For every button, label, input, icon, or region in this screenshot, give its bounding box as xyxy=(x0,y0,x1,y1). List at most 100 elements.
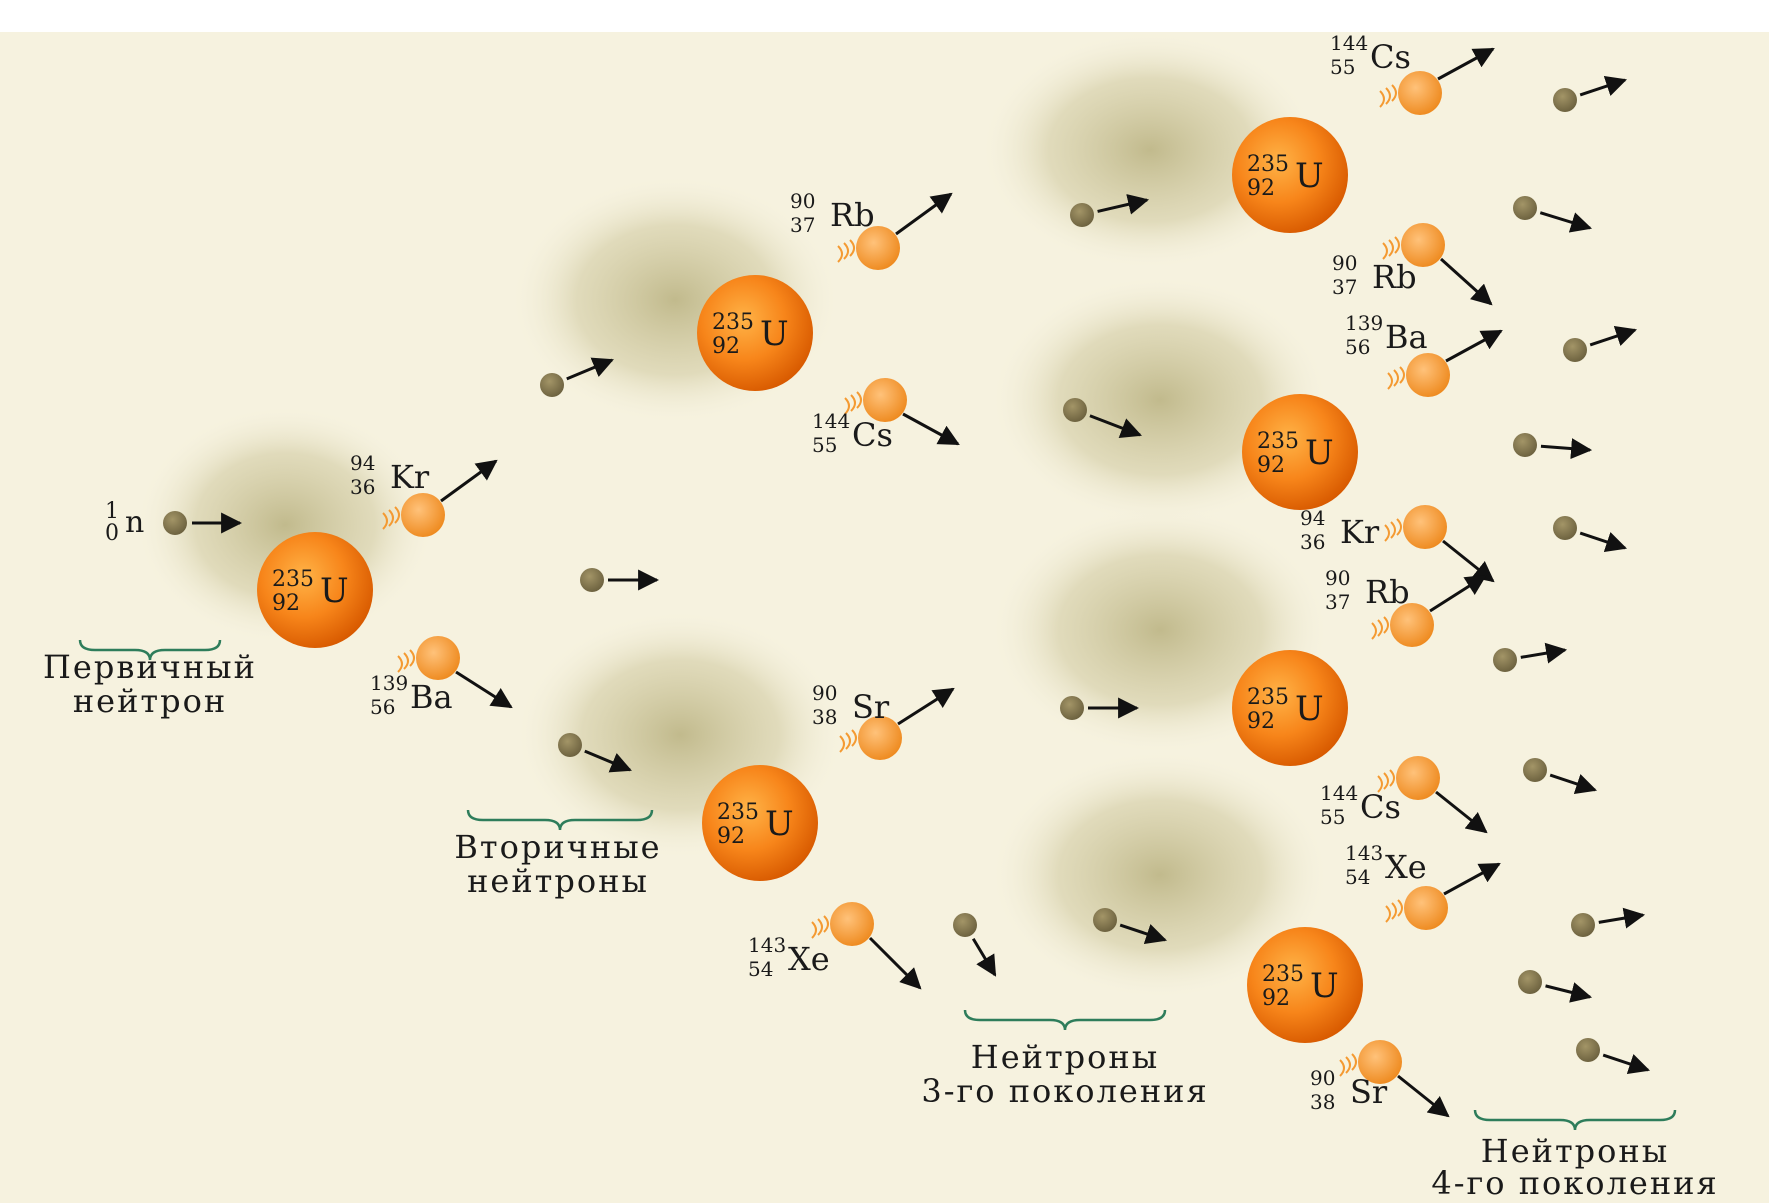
primary-neutron-mass: 1 xyxy=(105,499,119,524)
neutron-arrow xyxy=(1549,773,1597,794)
neutron-arrow xyxy=(1589,326,1637,347)
fragment-charge: 56 xyxy=(370,695,395,719)
neutron-dot xyxy=(1576,1038,1600,1062)
third-label-line1: Нейтроны xyxy=(971,1038,1159,1076)
uranium-mass: 235 xyxy=(1257,429,1299,454)
fragment-symbol: Cs xyxy=(1360,788,1401,826)
fragment-symbol: Ba xyxy=(410,678,453,716)
fourth-label-line1: Нейтроны xyxy=(1481,1132,1669,1170)
fragment-arrow xyxy=(1439,257,1493,306)
uranium-mass: 235 xyxy=(717,800,759,825)
neutron-dot xyxy=(1563,338,1587,362)
uranium-mass: 235 xyxy=(1247,685,1289,710)
uranium-mass: 235 xyxy=(1262,962,1304,987)
neutron xyxy=(1563,326,1637,362)
uranium-sphere xyxy=(702,765,818,881)
neutron xyxy=(1571,907,1646,937)
fragment-charge: 37 xyxy=(1332,275,1357,299)
neutron-dot xyxy=(1060,696,1084,720)
motion-line xyxy=(1387,372,1393,390)
motion-line xyxy=(1371,622,1377,640)
neutron-arrow xyxy=(584,749,632,773)
primary-label-line1: Первичный xyxy=(43,648,257,686)
primary-neutron: 1 0 n xyxy=(105,499,243,546)
motion-line xyxy=(850,394,856,412)
fragment-charge: 38 xyxy=(812,705,837,729)
neutron-arrow xyxy=(1520,642,1568,664)
fragment-mass: 90 xyxy=(1310,1066,1335,1090)
motion-line xyxy=(811,921,817,939)
neutron-dot xyxy=(1093,908,1117,932)
motion-line xyxy=(845,732,851,750)
motion-line xyxy=(849,239,855,257)
free-neutrons xyxy=(540,76,1650,1074)
fourth-label-line2: 4-го поколения xyxy=(1431,1164,1718,1202)
neutron xyxy=(1523,758,1597,794)
neutron xyxy=(1513,196,1593,233)
fragment-mass: 144 xyxy=(1330,31,1368,55)
fragment-charge: 55 xyxy=(1320,805,1345,829)
uranium-charge: 92 xyxy=(712,334,740,359)
motion-line xyxy=(823,915,829,933)
neutron xyxy=(1553,76,1627,112)
primary-brace xyxy=(78,639,222,661)
fragment-sphere xyxy=(1398,71,1442,115)
fragment-mass: 139 xyxy=(1345,311,1383,335)
fragment-sphere xyxy=(1358,1040,1402,1084)
neutron xyxy=(1093,908,1167,944)
neutron-arrow xyxy=(1089,414,1142,439)
uranium-symbol: U xyxy=(1310,966,1339,1006)
motion-line xyxy=(1385,87,1391,105)
fragment-arrow xyxy=(1435,790,1488,834)
neutron-dot xyxy=(558,733,582,757)
motion-line xyxy=(1390,521,1396,539)
uranium-symbol: U xyxy=(1305,433,1334,473)
fragment-sphere xyxy=(1403,505,1447,549)
primary-label-line2: нейтрон xyxy=(73,682,227,720)
motion-line xyxy=(1399,366,1405,384)
fragment-symbol: Sr xyxy=(852,688,890,726)
uranium-symbol: U xyxy=(1295,156,1324,196)
fragment-sphere xyxy=(1401,223,1445,267)
neutron xyxy=(953,913,997,977)
fragment-charge: 54 xyxy=(748,957,773,981)
fragment-sphere xyxy=(1406,353,1450,397)
fragment-arrow xyxy=(895,192,953,236)
fragment-mass: 144 xyxy=(1320,781,1358,805)
fragment-mass: 143 xyxy=(748,933,786,957)
fragment-arrow xyxy=(1437,47,1495,81)
fragment-charge: 37 xyxy=(1325,590,1350,614)
fragment-mass: 94 xyxy=(1300,506,1325,530)
fragment-mass: 90 xyxy=(1325,566,1350,590)
motion-line xyxy=(1391,902,1397,920)
neutron-dot xyxy=(1070,203,1094,227)
neutron xyxy=(1518,970,1593,1003)
neutron-dot xyxy=(1513,433,1537,457)
fragment-sphere xyxy=(858,716,902,760)
neutron xyxy=(1513,433,1593,460)
uranium-charge: 92 xyxy=(1247,709,1275,734)
motion-line xyxy=(1391,84,1397,102)
neutron-dot xyxy=(1513,196,1537,220)
neutron xyxy=(580,568,660,592)
uranium-sphere xyxy=(257,532,373,648)
fragment-mass: 90 xyxy=(812,681,837,705)
uranium-symbol: U xyxy=(760,314,789,354)
motion-line xyxy=(403,652,409,670)
fragment-arrow xyxy=(440,459,498,503)
motion-line xyxy=(851,729,857,747)
fragment-mass: 90 xyxy=(1332,251,1357,275)
fragment-arrow xyxy=(1443,862,1501,896)
fragment-sphere xyxy=(830,902,874,946)
